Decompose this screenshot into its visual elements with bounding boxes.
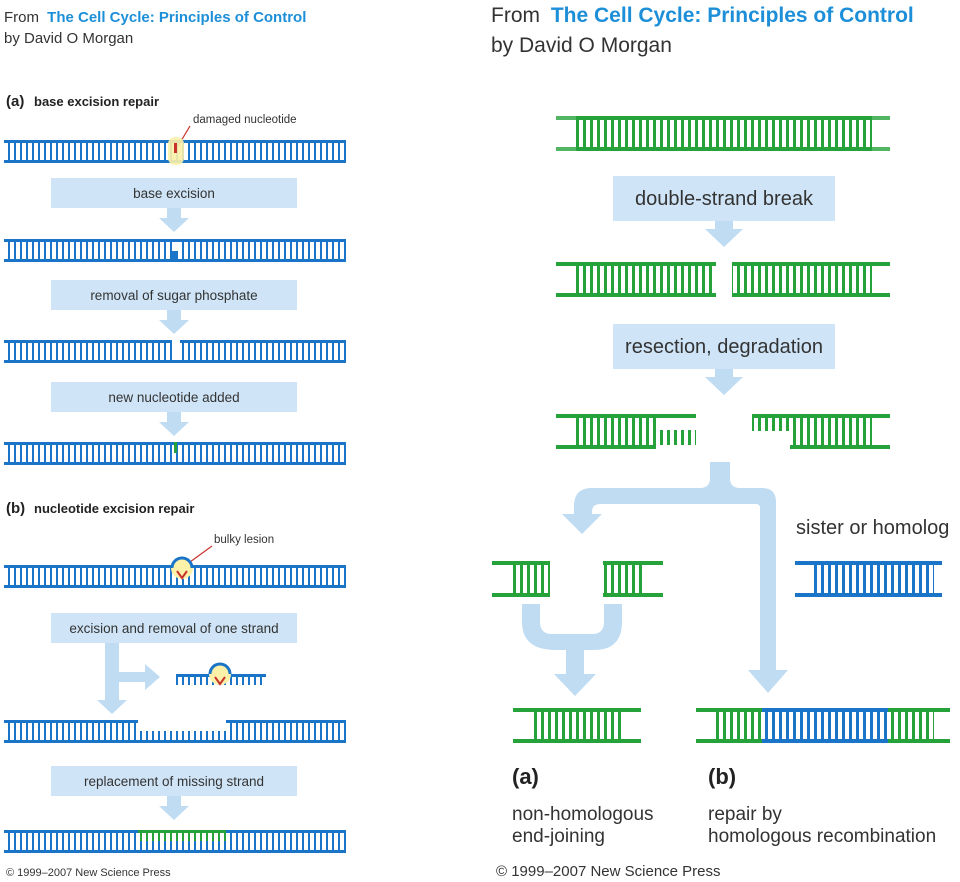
option-a-desc-2: end-joining [512,826,605,847]
arrow-down-1 [159,208,189,232]
arrow-down-r2 [705,369,743,395]
step-new-nucleotide: new nucleotide added [108,390,239,405]
section-b-letter: (b) [6,500,25,517]
step-base-excision: base excision [133,186,215,201]
dna-nhej-product [513,708,641,743]
step-box-base-excision [51,178,297,208]
arrow-down-5 [159,796,189,820]
option-b-desc-1: repair by [708,804,782,825]
right-book-title: The Cell Cycle: Principles of Control [551,4,914,27]
damaged-nucleotide-label: damaged nucleotide [193,114,297,126]
arrow-down-r1 [705,221,743,247]
dna-broken [556,262,890,297]
arrow-branch-right [562,462,788,693]
arrow-down-2 [159,310,189,334]
dna-strand-a3 [4,340,346,363]
arrow-merge [522,604,622,696]
section-a-title: base excision repair [34,94,159,109]
dna-strand-a1 [4,137,346,165]
sister-homolog-label: sister or homolog [796,517,949,539]
dna-strand-a2 [4,239,346,262]
right-author: by David O Morgan [491,34,672,57]
option-a-letter: (a) [512,764,539,789]
step-box-replacement [51,766,297,796]
bulky-lesion-mark [176,570,188,580]
section-b-title: nucleotide excision repair [34,501,194,516]
step-excision-strand: excision and removal of one strand [69,621,278,636]
damaged-base [174,143,177,153]
left-copyright: © 1999–2007 New Science Press [6,867,171,879]
dna-strand-b3 [4,830,346,853]
option-a-desc-1: non-homologous [512,804,654,825]
dna-resected [556,414,890,449]
left-author: by David O Morgan [4,30,133,47]
right-header-line1: From The Cell Cycle: Principles of Contr… [491,4,914,27]
step-double-strand-break: double-strand break [635,188,814,210]
bulky-lesion-label: bulky lesion [214,534,274,546]
step-box-double-strand-break [613,176,835,221]
dna-hr-product [696,708,950,743]
step-replacement: replacement of missing strand [84,774,264,789]
option-b-desc-2: homologous recombination [708,826,936,847]
excised-fragment [176,662,266,686]
dna-strand-b2 [4,720,346,743]
dna-sister [795,561,942,597]
left-from-label: From [4,9,39,26]
left-book-title: The Cell Cycle: Principles of Control [47,9,306,26]
option-b-letter: (b) [708,764,736,789]
arrow-branch [97,643,160,714]
right-copyright: © 1999–2007 New Science Press [496,863,721,880]
dna-strand-b1 [4,556,346,588]
dna-intact [556,116,890,151]
bulky-pointer [189,545,213,563]
step-box-excision-strand [51,613,297,643]
step-box-new-nucleotide [51,382,297,412]
left-panel: From The Cell Cycle: Principles of Contr… [4,9,346,879]
right-panel: From The Cell Cycle: Principles of Contr… [491,4,950,880]
step-removal-sugar: removal of sugar phosphate [90,288,257,303]
dna-nhej-ends [492,561,663,597]
left-header-line1: From The Cell Cycle: Principles of Contr… [4,9,306,26]
section-a-letter: (a) [6,93,24,110]
step-resection: resection, degradation [625,336,823,358]
arrow-down-3 [159,412,189,436]
step-box-sugar [51,280,297,310]
bulky-halo [171,557,193,579]
right-from-label: From [491,4,540,27]
dna-strand-a4 [4,442,346,465]
step-box-resection [613,324,835,369]
